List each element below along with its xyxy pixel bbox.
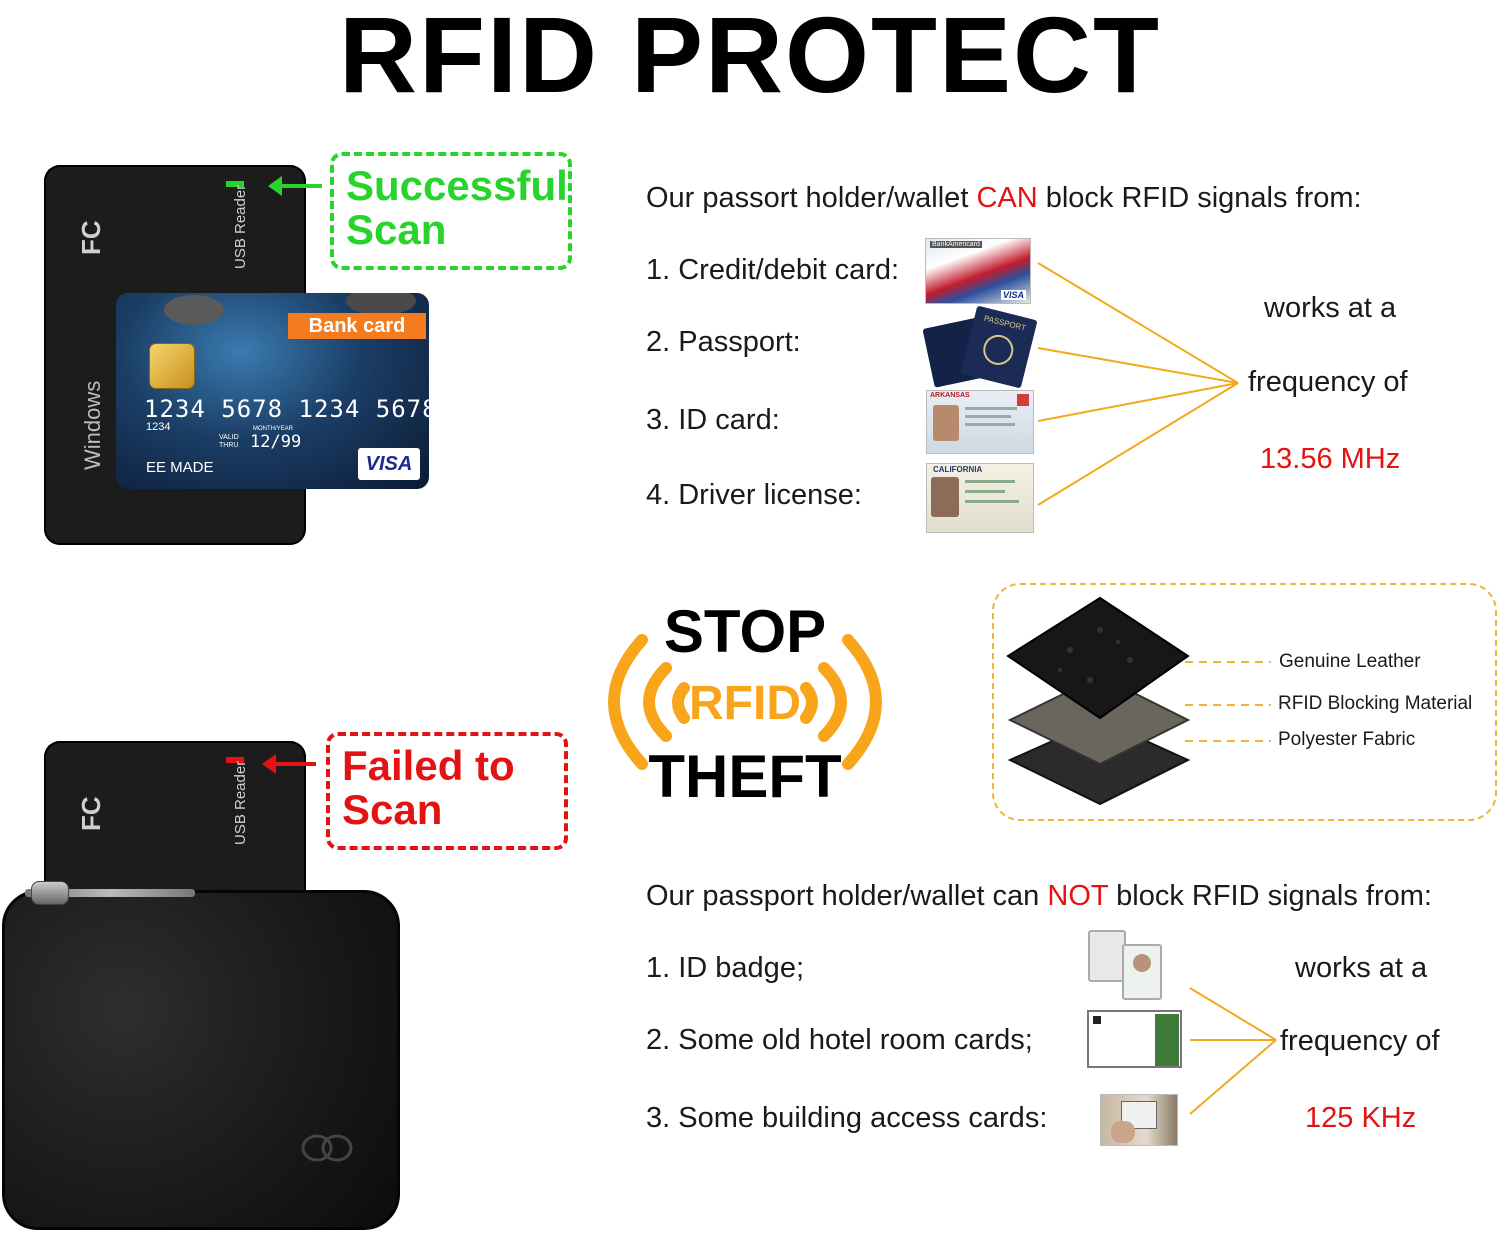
signal-waves-icon <box>608 634 882 770</box>
can-block-item: 4. Driver license: <box>646 479 862 511</box>
credit-card-image: BankAmericard VISA <box>925 238 1031 304</box>
can-block-item: 3. ID card: <box>646 404 780 436</box>
page-title: RFID PROTECT <box>339 0 1161 115</box>
connector-lines <box>1037 262 1239 506</box>
wallet-zipper <box>25 889 195 897</box>
connector-lines <box>1189 987 1277 1115</box>
can-block-item: 1. Credit/debit card: <box>646 254 900 286</box>
layer-label: Polyester Fabric <box>1278 729 1416 750</box>
layer-label: Genuine Leather <box>1279 651 1421 672</box>
status-line-1: Failed to <box>342 742 515 789</box>
freq-line-2: frequency of <box>1248 366 1408 398</box>
arrow-left-icon <box>262 754 316 774</box>
theft-label: THEFT <box>648 743 842 810</box>
bank-card: Bank card 1234 5678 1234 5678 1234 VALID… <box>116 293 429 489</box>
status-failed-scan: Failed to Scan <box>326 732 568 850</box>
asteroid-decoration <box>164 295 224 325</box>
freq-value: 125 KHz <box>1305 1102 1417 1134</box>
driver-license-image: CALIFORNIA <box>926 463 1034 533</box>
card-tag: Bank card <box>288 313 426 339</box>
card-number: 1234 5678 1234 5678 <box>144 395 429 423</box>
status-line-2: Scan <box>342 786 443 833</box>
arrow-left-icon <box>268 176 322 196</box>
rfid-wallet-image <box>2 881 400 1230</box>
can-block-heading: Our passort holder/wallet CAN block RFID… <box>646 182 1362 214</box>
chip-icon <box>149 343 195 389</box>
id-card-image: ARKANSAS <box>926 390 1034 454</box>
freq-line-1: works at a <box>1264 292 1397 324</box>
reader-os-label: Windows <box>80 380 105 470</box>
fcc-logo-icon: FC <box>76 220 106 255</box>
id-badge-image <box>1088 926 1162 1000</box>
reader-side-label: USB Reader <box>232 760 249 845</box>
layer-label: RFID Blocking Material <box>1278 693 1473 714</box>
access-card-image <box>1100 1094 1178 1146</box>
stop-label: STOP <box>663 598 827 665</box>
cannot-block-item: 1. ID badge; <box>646 952 804 984</box>
zipper-pull-icon <box>31 881 69 905</box>
status-line-2: Scan <box>346 206 447 253</box>
passport-image: PASSPORT <box>922 305 1038 389</box>
status-line-1: Successful <box>346 162 568 209</box>
asteroid-decoration <box>346 293 416 315</box>
rfid-label: RFID <box>689 677 801 730</box>
visa-logo: VISA <box>358 448 420 480</box>
cannot-block-heading: Our passport holder/wallet can NOT block… <box>646 880 1432 912</box>
card-valid-label: VALID THRU <box>219 434 239 449</box>
brand-logo-icon <box>301 1134 353 1162</box>
card-expiry: 12/99 <box>250 432 302 452</box>
reader-side-label: USB Reader <box>232 184 249 269</box>
cannot-block-item: 3. Some building access cards: <box>646 1102 1048 1134</box>
material-layers-icon <box>1006 596 1191 806</box>
card-small-number: 1234 <box>146 421 171 433</box>
card-holder: EE MADE <box>146 459 214 476</box>
can-block-item: 2. Passport: <box>646 326 801 358</box>
freq-line-1: works at a <box>1295 952 1428 984</box>
led-red-icon <box>226 757 244 763</box>
layers-box <box>992 583 1497 821</box>
cannot-block-item: 2. Some old hotel room cards; <box>646 1024 1033 1056</box>
hotel-card-image <box>1087 1010 1182 1068</box>
status-successful-scan: Successful Scan <box>330 152 572 270</box>
freq-value: 13.56 MHz <box>1260 443 1401 475</box>
led-green-icon <box>226 181 244 187</box>
freq-line-2: frequency of <box>1280 1025 1440 1057</box>
card-month-year-label: MONTH/YEAR <box>253 426 294 432</box>
layer-leader-lines <box>1185 661 1271 742</box>
fcc-logo-icon: FC <box>76 796 106 831</box>
